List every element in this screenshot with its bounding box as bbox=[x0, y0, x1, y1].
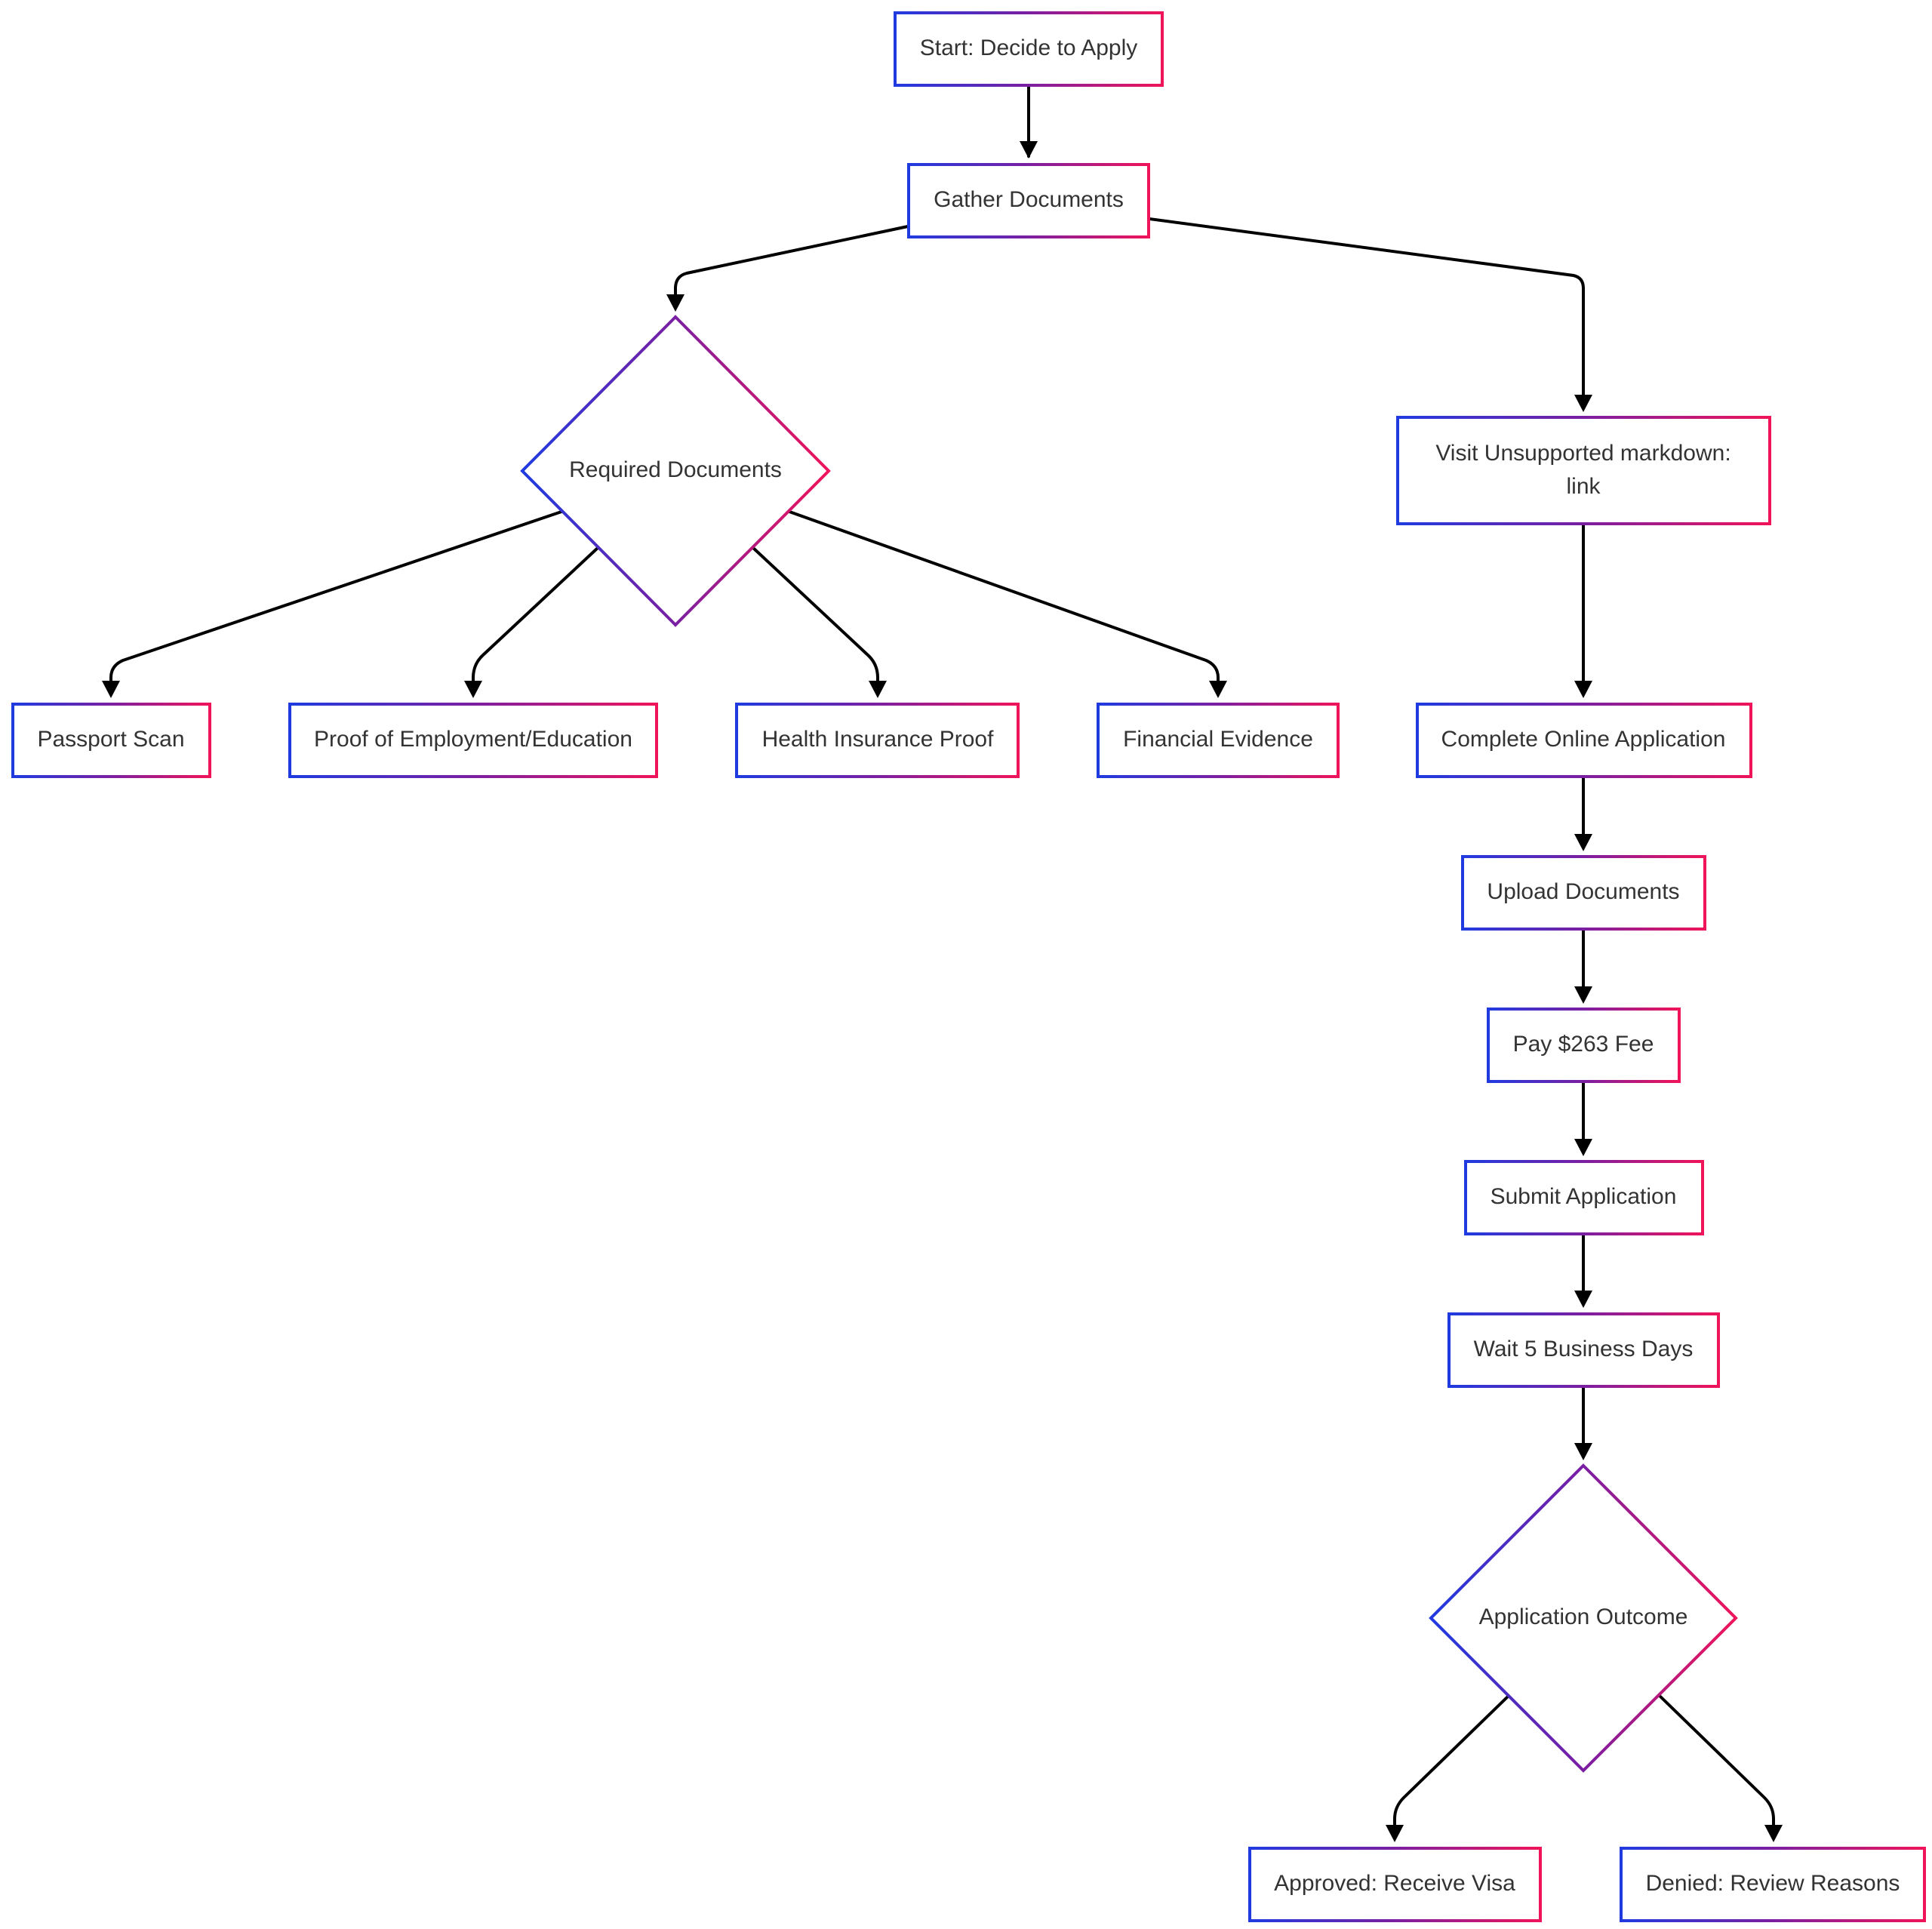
edge-required-to-passport-arrowhead bbox=[102, 681, 120, 698]
edge-outcome-to-approved-arrowhead bbox=[1386, 1825, 1404, 1842]
edge-pay-to-submit-arrowhead bbox=[1574, 1139, 1592, 1156]
node-required-documents[interactable]: Required Documents bbox=[520, 315, 831, 627]
node-passport-scan[interactable]: Passport Scan bbox=[11, 703, 211, 778]
node-visit-link[interactable]: Visit Unsupported markdown: link bbox=[1396, 416, 1771, 525]
node-financial-evidence[interactable]: Financial Evidence bbox=[1097, 703, 1340, 778]
edge-required-to-employment bbox=[472, 546, 599, 685]
edges bbox=[102, 85, 1783, 1842]
edge-outcome-to-approved bbox=[1393, 1694, 1511, 1828]
node-proof-of-employment-label: Proof of Employment/Education bbox=[314, 727, 632, 752]
node-wait-business-days-label: Wait 5 Business Days bbox=[1474, 1337, 1694, 1361]
node-health-insurance-proof-label: Health Insurance Proof bbox=[762, 727, 995, 752]
edge-required-to-financial bbox=[788, 510, 1220, 685]
node-visit-link-label-line2: link bbox=[1566, 474, 1601, 499]
node-upload-documents[interactable]: Upload Documents bbox=[1461, 855, 1706, 931]
edge-visit-to-complete-arrowhead bbox=[1574, 681, 1592, 698]
node-application-outcome[interactable]: Application Outcome bbox=[1429, 1463, 1738, 1773]
node-pay-fee-label: Pay $263 Fee bbox=[1513, 1032, 1654, 1057]
edge-outcome-to-denied-arrowhead bbox=[1764, 1825, 1783, 1842]
node-complete-online-application[interactable]: Complete Online Application bbox=[1416, 703, 1752, 778]
node-denied[interactable]: Denied: Review Reasons bbox=[1620, 1847, 1926, 1922]
node-health-insurance-proof[interactable]: Health Insurance Proof bbox=[735, 703, 1020, 778]
node-required-documents-label: Required Documents bbox=[569, 457, 782, 482]
edge-gather-to-required-arrowhead bbox=[666, 294, 685, 312]
node-passport-scan-label: Passport Scan bbox=[37, 727, 184, 752]
node-application-outcome-label: Application Outcome bbox=[1479, 1604, 1688, 1629]
node-submit-application-label: Submit Application bbox=[1491, 1184, 1677, 1209]
edge-required-to-passport bbox=[109, 510, 563, 685]
node-complete-online-application-label: Complete Online Application bbox=[1441, 727, 1726, 752]
node-wait-business-days[interactable]: Wait 5 Business Days bbox=[1447, 1312, 1720, 1388]
node-approved-label: Approved: Receive Visa bbox=[1274, 1871, 1515, 1896]
edge-wait-to-outcome-arrowhead bbox=[1574, 1443, 1592, 1460]
edge-gather-to-required bbox=[674, 225, 909, 300]
node-start-label: Start: Decide to Apply bbox=[920, 35, 1138, 60]
edge-required-to-insurance-arrowhead bbox=[869, 681, 887, 698]
node-upload-documents-label: Upload Documents bbox=[1487, 879, 1679, 904]
node-gather-documents-label: Gather Documents bbox=[934, 187, 1124, 212]
node-visit-link-label-line1: Visit Unsupported markdown: bbox=[1435, 441, 1730, 466]
node-start[interactable]: Start: Decide to Apply bbox=[894, 11, 1164, 87]
edge-complete-to-upload-arrowhead bbox=[1574, 834, 1592, 851]
edge-start-to-gather-arrowhead bbox=[1020, 141, 1038, 158]
node-submit-application[interactable]: Submit Application bbox=[1464, 1160, 1704, 1235]
node-denied-label: Denied: Review Reasons bbox=[1646, 1871, 1900, 1896]
node-pay-fee[interactable]: Pay $263 Fee bbox=[1487, 1008, 1681, 1083]
node-approved[interactable]: Approved: Receive Visa bbox=[1248, 1847, 1542, 1922]
edge-submit-to-wait-arrowhead bbox=[1574, 1291, 1592, 1308]
edge-gather-to-visit-arrowhead bbox=[1574, 395, 1592, 412]
node-proof-of-employment[interactable]: Proof of Employment/Education bbox=[288, 703, 658, 778]
node-financial-evidence-label: Financial Evidence bbox=[1123, 727, 1313, 752]
edge-required-to-financial-arrowhead bbox=[1209, 681, 1227, 698]
nodes: Start: Decide to Apply Gather Documents … bbox=[11, 11, 1926, 1922]
edge-required-to-insurance bbox=[752, 546, 879, 685]
edge-gather-to-visit bbox=[1148, 217, 1585, 398]
edge-outcome-to-denied bbox=[1657, 1694, 1775, 1828]
node-gather-documents[interactable]: Gather Documents bbox=[907, 163, 1150, 238]
edge-upload-to-pay-arrowhead bbox=[1574, 986, 1592, 1004]
edge-required-to-employment-arrowhead bbox=[464, 681, 482, 698]
